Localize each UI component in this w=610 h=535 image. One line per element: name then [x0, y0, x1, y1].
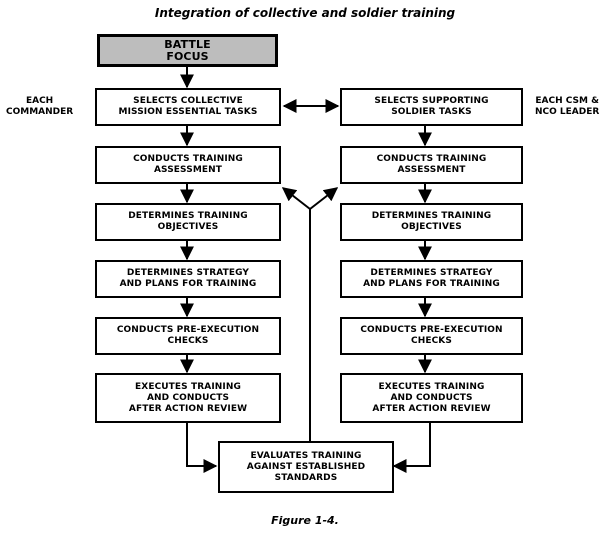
- left-box-3-text: DETERMINES STRATEGY AND PLANS FOR TRAINI…: [119, 268, 257, 289]
- evaluate-box: EVALUATES TRAINING AGAINST ESTABLISHED S…: [218, 441, 394, 493]
- left-box-1-text: CONDUCTS TRAINING ASSESSMENT: [133, 154, 243, 175]
- right-box-1-text: CONDUCTS TRAINING ASSESSMENT: [376, 154, 487, 175]
- label-each-csm-nco-leader: EACH CSM & NCO LEADER: [535, 96, 600, 117]
- left-box-4: CONDUCTS PRE-EXECUTION CHECKS: [95, 317, 281, 355]
- right-box-5: EXECUTES TRAINING AND CONDUCTS AFTER ACT…: [340, 373, 523, 423]
- battle-focus-text: BATTLE FOCUS: [164, 37, 211, 63]
- label-each-commander: EACH COMMANDER: [6, 96, 74, 117]
- figure-caption: Figure 1-4.: [271, 514, 339, 527]
- left-box-0-text: SELECTS COLLECTIVE MISSION ESSENTIAL TAS…: [118, 96, 258, 117]
- left-box-4-text: CONDUCTS PRE-EXECUTION CHECKS: [116, 325, 260, 346]
- right-box-0-text: SELECTS SUPPORTING SOLDIER TASKS: [374, 96, 489, 117]
- left-box-2-text: DETERMINES TRAINING OBJECTIVES: [128, 211, 248, 232]
- diagram-title: Integration of collective and soldier tr…: [154, 6, 456, 20]
- feedback-left-branch: [281, 187, 311, 210]
- connector-right-evaluate: [392, 423, 431, 473]
- left-box-5: EXECUTES TRAINING AND CONDUCTS AFTER ACT…: [95, 373, 281, 423]
- right-box-4-text: CONDUCTS PRE-EXECUTION CHECKS: [360, 325, 503, 346]
- feedback-right-branch: [309, 187, 339, 210]
- left-box-5-text: EXECUTES TRAINING AND CONDUCTS AFTER ACT…: [128, 381, 248, 414]
- right-box-1: CONDUCTS TRAINING ASSESSMENT: [340, 146, 523, 184]
- right-box-2-text: DETERMINES TRAINING OBJECTIVES: [371, 211, 492, 232]
- left-box-1: CONDUCTS TRAINING ASSESSMENT: [95, 146, 281, 184]
- connector-left-evaluate: [186, 423, 218, 473]
- evaluate-text: EVALUATES TRAINING AGAINST ESTABLISHED S…: [246, 450, 366, 483]
- left-box-3: DETERMINES STRATEGY AND PLANS FOR TRAINI…: [95, 260, 281, 298]
- left-box-0: SELECTS COLLECTIVE MISSION ESSENTIAL TAS…: [95, 88, 281, 126]
- right-box-4: CONDUCTS PRE-EXECUTION CHECKS: [340, 317, 523, 355]
- right-box-2: DETERMINES TRAINING OBJECTIVES: [340, 203, 523, 241]
- battle-focus-box: BATTLE FOCUS: [97, 34, 278, 67]
- right-box-3-text: DETERMINES STRATEGY AND PLANS FOR TRAINI…: [363, 268, 500, 289]
- right-box-5-text: EXECUTES TRAINING AND CONDUCTS AFTER ACT…: [372, 381, 491, 414]
- right-box-3: DETERMINES STRATEGY AND PLANS FOR TRAINI…: [340, 260, 523, 298]
- right-box-0: SELECTS SUPPORTING SOLDIER TASKS: [340, 88, 523, 126]
- left-box-2: DETERMINES TRAINING OBJECTIVES: [95, 203, 281, 241]
